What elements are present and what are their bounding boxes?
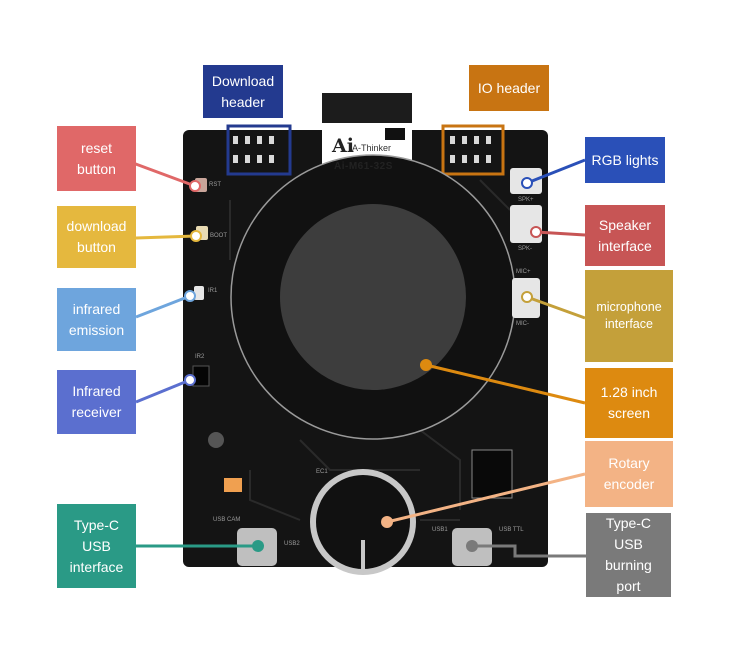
silk-ir1: IR1 bbox=[208, 288, 218, 294]
silk-ec1: EC1 bbox=[316, 469, 328, 475]
label-type-c-usb-burning-port: Type-C USB burning port bbox=[586, 513, 671, 597]
silk-spk-minus: SPK- bbox=[518, 246, 532, 252]
label-rgb-lights: RGB lights bbox=[585, 137, 665, 183]
silk-usb1: USB1 bbox=[432, 527, 448, 533]
pcb-traces bbox=[229, 179, 511, 521]
io-header-pins bbox=[450, 136, 491, 163]
label-speaker-interface: Speaker interface bbox=[585, 205, 665, 266]
leader-burning-port bbox=[472, 544, 586, 558]
leader-rgb bbox=[526, 158, 586, 185]
dot-speaker bbox=[530, 226, 542, 238]
ir-receiver-part bbox=[192, 365, 210, 387]
leader-screen bbox=[425, 363, 586, 405]
label-reset-button: reset button bbox=[57, 126, 136, 191]
display-screen bbox=[280, 204, 466, 390]
module-brand: A-Thinker bbox=[352, 143, 392, 153]
rotary-encoder-knob bbox=[310, 469, 416, 575]
dot-reset bbox=[189, 180, 201, 192]
dot-burning-port bbox=[466, 540, 478, 552]
dot-mic bbox=[521, 291, 533, 303]
silk-ir2: IR2 bbox=[195, 354, 205, 360]
silk-mic-plus: MIC+ bbox=[516, 269, 531, 275]
label-download-header: Download header bbox=[203, 65, 283, 118]
download-header-outline bbox=[226, 124, 292, 176]
leader-ir-emission bbox=[135, 294, 191, 319]
dot-encoder bbox=[381, 516, 393, 528]
silk-usb-cam: USB CAM bbox=[213, 517, 240, 523]
module-shield bbox=[322, 93, 412, 123]
module-antenna-chip bbox=[385, 128, 405, 140]
dot-ir-receiver bbox=[184, 374, 196, 386]
label-infrared-receiver: Infrared receiver bbox=[57, 370, 136, 434]
silk-boot: BOOT bbox=[210, 233, 227, 239]
label-type-c-usb-interface: Type-C USB interface bbox=[57, 504, 136, 588]
dot-screen bbox=[420, 359, 432, 371]
silk-usb2: USB2 bbox=[284, 541, 300, 547]
leader-ir-receiver bbox=[135, 378, 191, 404]
label-download-button: download button bbox=[57, 206, 136, 268]
usb-uart-ic bbox=[471, 449, 513, 499]
label-io-header: IO header bbox=[469, 65, 549, 111]
silk-mic-minus: MIC- bbox=[516, 321, 529, 327]
leader-reset bbox=[132, 161, 196, 188]
dot-download bbox=[190, 230, 202, 242]
dot-rgb bbox=[521, 177, 533, 189]
capacitor-part bbox=[224, 478, 242, 492]
label-microphone-interface: microphone interface bbox=[585, 270, 673, 362]
leader-speaker bbox=[535, 230, 586, 237]
ir-emitter-part bbox=[194, 286, 204, 300]
module-part-number: Ai-M61-32S bbox=[334, 161, 393, 172]
silk-spk-plus: SPK+ bbox=[518, 197, 534, 203]
dot-usb-interface bbox=[252, 540, 264, 552]
io-header-outline bbox=[441, 124, 505, 176]
label-screen: 1.28 inch screen bbox=[585, 368, 673, 438]
dot-ir-emission bbox=[184, 290, 196, 302]
leader-download bbox=[135, 234, 197, 240]
label-infrared-emission: infrared emission bbox=[57, 288, 136, 351]
label-rotary-encoder: Rotary encoder bbox=[585, 441, 673, 507]
inductor-part bbox=[208, 432, 224, 448]
silk-usb-ttl: USB TTL bbox=[499, 527, 524, 533]
leader-encoder bbox=[386, 472, 586, 524]
module-logo: Ai bbox=[332, 135, 354, 157]
download-header-pins bbox=[233, 136, 274, 163]
leader-mic bbox=[526, 295, 586, 320]
silk-rst: RST bbox=[209, 182, 221, 188]
